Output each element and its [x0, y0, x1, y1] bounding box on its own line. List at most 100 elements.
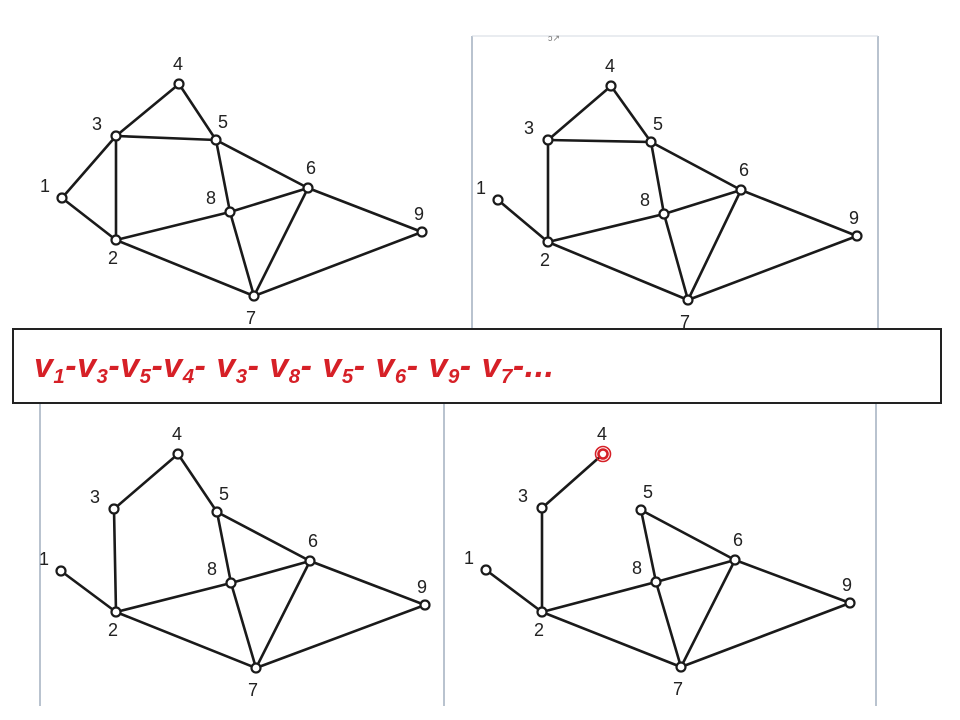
vertex-label-1: 1 [476, 178, 486, 198]
vertex-label-2: 2 [540, 250, 550, 270]
vertex-label-5: 5 [643, 482, 653, 502]
edge-5-6 [215, 510, 312, 563]
vertex-2 [110, 234, 122, 246]
vertex-label-7: 7 [248, 680, 258, 700]
vertex-label-3: 3 [524, 118, 534, 138]
sequence-vertex: v3 [77, 346, 109, 388]
edge-3-5 [546, 138, 653, 144]
edge-1-2 [484, 568, 544, 614]
edge-1-3 [60, 134, 118, 200]
vertex-3 [536, 502, 548, 514]
vertex-label-9: 9 [842, 575, 852, 595]
edge-8-7 [228, 210, 256, 298]
sequence-separator: - [353, 346, 376, 385]
edge-8-6 [229, 559, 312, 585]
edge-5-6 [639, 508, 737, 562]
vertex-label-5: 5 [218, 112, 228, 132]
vertex-label-3: 3 [518, 486, 528, 506]
edge-7-9 [252, 230, 424, 298]
vertex-label-5: 5 [219, 484, 229, 504]
vertex-label-6: 6 [306, 158, 316, 178]
edge-5-6 [214, 138, 310, 190]
edge-3-5 [114, 134, 218, 142]
sequence-separator: - [65, 346, 78, 385]
edge-3-4 [540, 452, 605, 510]
vertex-label-2: 2 [534, 620, 544, 640]
vertex-4 [605, 80, 617, 92]
edge-6-9 [733, 558, 852, 605]
sequence-vertex: v5 [120, 346, 152, 388]
vertex-2 [110, 606, 122, 618]
vertex-9 [419, 599, 431, 611]
edge-6-7 [252, 186, 310, 298]
vertex-label-8: 8 [632, 558, 642, 578]
vertex-5 [635, 504, 647, 516]
sequence-separator: - [459, 346, 482, 385]
edge-7-9 [686, 234, 859, 302]
edge-8-7 [654, 580, 683, 669]
edge-5-6 [649, 140, 743, 192]
edge-5-8 [649, 140, 666, 216]
sequence-separator: - [108, 346, 121, 385]
edge-6-9 [306, 186, 424, 234]
sequence-vertex: v6 [375, 346, 407, 388]
vertex-4 [172, 448, 184, 460]
edge-2-7 [546, 240, 690, 302]
edge-6-7 [254, 559, 312, 670]
vertex-6 [304, 555, 316, 567]
vertex-label-2: 2 [108, 620, 118, 640]
vertex-4 [173, 78, 185, 90]
edge-6-9 [739, 188, 859, 238]
edge-8-6 [228, 186, 310, 214]
vertex-label-1: 1 [464, 548, 474, 568]
edge-4-5 [177, 82, 218, 142]
vertex-label-9: 9 [414, 204, 424, 224]
vertex-9 [844, 597, 856, 609]
sequence-vertex: v8 [269, 346, 301, 388]
vertex-label-9: 9 [849, 208, 859, 228]
edge-5-8 [214, 138, 232, 214]
vertex-7 [682, 294, 694, 306]
vertex-1 [492, 194, 504, 206]
edge-2-8 [114, 210, 232, 242]
vertex-7 [250, 662, 262, 674]
edge-6-7 [686, 188, 743, 302]
vertex-label-4: 4 [605, 56, 615, 76]
vertex-9 [851, 230, 863, 242]
vertex-6 [302, 182, 314, 194]
edge-8-6 [662, 188, 743, 216]
vertex-6 [735, 184, 747, 196]
vertex-9 [416, 226, 428, 238]
vertex-label-6: 6 [739, 160, 749, 180]
vertex-1 [480, 564, 492, 576]
vertex-label-8: 8 [207, 559, 217, 579]
vertex-label-4: 4 [173, 54, 183, 74]
vertex-label-6: 6 [733, 530, 743, 550]
edge-3-4 [114, 82, 181, 138]
edge-1-2 [496, 198, 550, 244]
vertex-label-7: 7 [246, 308, 256, 328]
vertex-label-1: 1 [39, 549, 49, 569]
edge-2-7 [540, 610, 683, 669]
vertex-label-4: 4 [172, 424, 182, 444]
edge-6-9 [308, 559, 427, 607]
traversal-sequence-banner: v1-v3-v5-v4- v3- v8- v5- v6- v9- v7-... [12, 328, 942, 404]
vertex-label-6: 6 [308, 531, 318, 551]
vertex-5 [210, 134, 222, 146]
vertex-3 [108, 503, 120, 515]
vertex-8 [224, 206, 236, 218]
edge-5-8 [215, 510, 233, 585]
sequence-separator: - [194, 346, 217, 385]
edge-4-5 [176, 452, 219, 514]
vertex-label-8: 8 [206, 188, 216, 208]
edge-6-7 [679, 558, 737, 669]
vertex-3 [542, 134, 554, 146]
vertex-label-7: 7 [680, 312, 690, 330]
edge-2-8 [546, 212, 666, 244]
